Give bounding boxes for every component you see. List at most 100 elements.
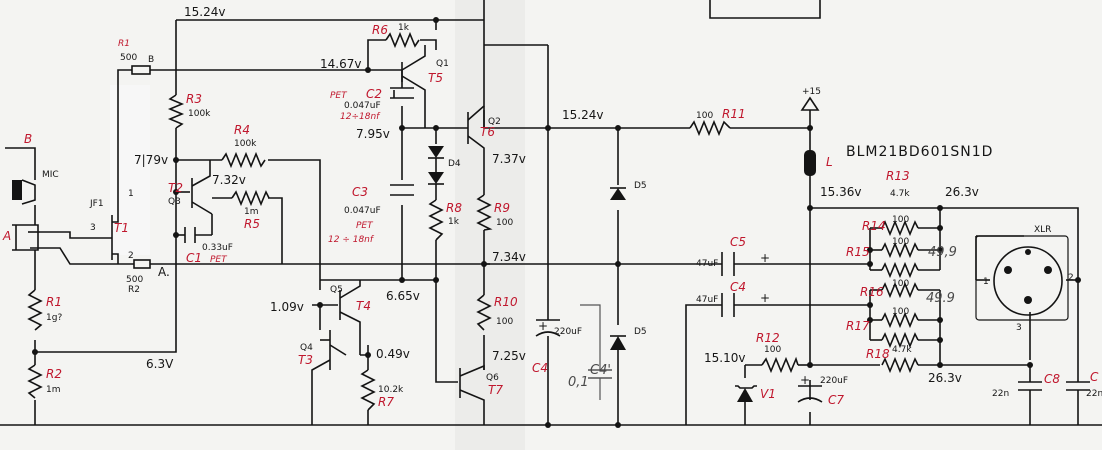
l-ref: L xyxy=(826,155,833,169)
capacitor-symbols: + + + + xyxy=(184,87,1090,403)
q4-label: Q4 xyxy=(300,343,313,353)
c2-note: 12÷18nf xyxy=(340,112,381,122)
pin3-label: 3 xyxy=(90,223,96,233)
r10-val: 100 xyxy=(496,317,513,327)
q5-label: Q5 xyxy=(330,285,343,295)
c7-val: 220uF xyxy=(820,376,848,386)
voltage-top-rail: 15.24v xyxy=(184,5,225,19)
c3-val: 0.047uF xyxy=(344,206,381,216)
t7-ref: T7 xyxy=(488,383,503,397)
xlr-label: XLR xyxy=(1034,225,1051,235)
c4-ref: C4 xyxy=(532,361,548,375)
ferrite-part-number: BLM21BD601SN1D xyxy=(846,144,993,160)
voltage-t7-emitter: 7.25v xyxy=(492,349,526,363)
r7-ref: R7 xyxy=(378,395,394,409)
correction-whiteout xyxy=(110,85,150,255)
mic-ref: B xyxy=(24,132,32,146)
r16-val: 100 xyxy=(892,279,909,289)
pin1-label: 1 xyxy=(128,189,134,199)
r18-val: 4.7k xyxy=(892,345,912,355)
xlr-pin3: 3 xyxy=(1016,323,1022,333)
svg-text:+: + xyxy=(760,251,770,265)
d5-top-label: D5 xyxy=(634,181,647,191)
c9-ref: C xyxy=(1090,370,1099,384)
r12-ref: R12 xyxy=(756,331,780,345)
xlr-pin1: 1 xyxy=(983,277,989,287)
t4-ref: T4 xyxy=(356,299,371,313)
r13-ref: R13 xyxy=(886,169,910,183)
r17-val: 100 xyxy=(892,307,909,317)
svg-text:+: + xyxy=(760,291,770,305)
q6-label: Q6 xyxy=(486,373,499,383)
r5-val: 1m xyxy=(244,207,259,217)
voltage-right-rail: 15.24v xyxy=(562,108,603,122)
c1-val: 0.33uF xyxy=(202,243,233,253)
r14-val: 100 xyxy=(892,215,909,225)
paper-fold xyxy=(455,0,525,450)
r12-val: 100 xyxy=(764,345,781,355)
r8-ref: R8 xyxy=(446,201,462,215)
r1-val: 1g? xyxy=(46,313,62,323)
t2-ref: T2 xyxy=(168,181,183,195)
c3-note: 12 ÷ 18nf xyxy=(328,235,375,245)
voltage-t4-base: 1.09v xyxy=(270,300,304,314)
r1-ref: R1 xyxy=(46,295,62,309)
c4b-ref: C4 xyxy=(730,280,746,294)
q1-label: Q1 xyxy=(436,59,449,69)
t3-ref: T3 xyxy=(298,353,313,367)
voltage-t4-node: 6.65v xyxy=(386,289,420,303)
c4-val: 220uF xyxy=(554,327,582,337)
voltage-output-node: 7.34v xyxy=(492,250,526,264)
t1-ref: T1 xyxy=(114,221,129,235)
ferrite-bead xyxy=(804,150,816,176)
q2-label: Q2 xyxy=(488,117,501,127)
c4p-val: 0,1 xyxy=(568,375,589,390)
q3-label: Q3 xyxy=(168,197,181,207)
voltage-t5-emitter: 7.95v xyxy=(356,127,390,141)
supply-arrow-icon xyxy=(800,96,820,111)
c4p-ref: C4' xyxy=(590,363,611,378)
r18-ref: R18 xyxy=(866,347,890,361)
xlr-pin2: 2 xyxy=(1068,273,1074,283)
r14-ref: R14 xyxy=(862,219,886,233)
c8-ref: C8 xyxy=(1044,372,1060,386)
pencil-capacitor xyxy=(580,304,612,400)
c2-type: PET xyxy=(330,91,348,101)
c5-val: 47uF xyxy=(696,259,718,269)
r2-val: 1m xyxy=(46,385,61,395)
mic-label: MIC xyxy=(42,170,59,180)
r10-ref: R10 xyxy=(494,295,518,309)
t6-ref: T6 xyxy=(480,125,495,139)
voltage-ferrite-out: 15.36v xyxy=(820,185,861,199)
c2-ref: C2 xyxy=(366,87,382,101)
r7-val: 10.2k xyxy=(378,385,404,395)
voltage-t2-base: 7.32v xyxy=(212,173,246,187)
voltage-zener: 15.10v xyxy=(704,351,745,365)
r13-val: 4.7k xyxy=(890,189,910,199)
voltage-t3-collector: 0.49v xyxy=(376,347,410,361)
c3-ref: C3 xyxy=(352,185,368,199)
voltage-xlr-rail: 26.3v xyxy=(945,185,979,199)
r9-ref: R9 xyxy=(494,201,510,215)
jack-ref: A xyxy=(2,229,11,243)
d4-label: D4 xyxy=(448,159,461,169)
c8-val: 22n xyxy=(992,389,1009,399)
t5-ref: T5 xyxy=(428,71,443,85)
r9-val: 100 xyxy=(496,218,513,228)
r1-top-val: 500 xyxy=(120,53,137,63)
mic-symbol xyxy=(12,179,40,251)
r2-bot-ref: R2 xyxy=(128,285,140,295)
voltage-labels: 15.24v 14.67v 7.95v 7|79v 7.32v 7.37v 15… xyxy=(134,5,979,385)
r15-val: 100 xyxy=(892,237,909,247)
voltage-xlr-rail-lower: 26.3v xyxy=(928,371,962,385)
r5-ref: R5 xyxy=(244,217,260,231)
r8-val: 1k xyxy=(448,217,460,227)
c3-type: PET xyxy=(356,221,374,231)
voltage-t6-emitter: 7.37v xyxy=(492,152,526,166)
r6-ref: R6 xyxy=(372,23,388,37)
r3-ref: R3 xyxy=(186,92,202,106)
d5-bot-label: D5 xyxy=(634,327,647,337)
r2-ref: R2 xyxy=(46,367,62,381)
r17-ref: R17 xyxy=(846,319,870,333)
c7-ref: C7 xyxy=(828,393,844,407)
